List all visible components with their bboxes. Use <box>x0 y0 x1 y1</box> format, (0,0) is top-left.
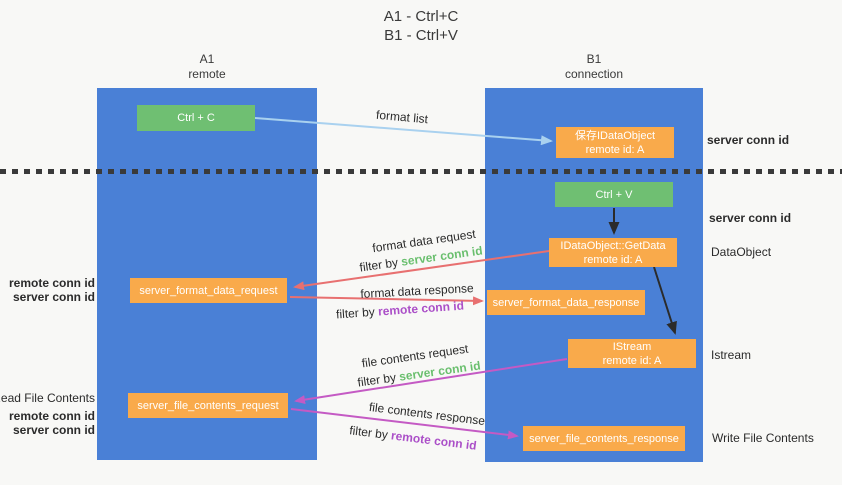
server-format-data-response-node: server_format_data_response <box>487 290 645 315</box>
istream-line1: IStream <box>612 340 652 353</box>
lifeline-a1-role: remote <box>188 67 226 81</box>
save-idataobject-line1: 保存IDataObject <box>574 129 656 142</box>
left-server-conn-id-label-2: server conn id <box>12 423 95 437</box>
left-remote-conn-id-label-2: remote conn id <box>8 409 95 423</box>
server-file-contents-response-label: server_file_contents_response <box>529 432 679 445</box>
lifeline-b1-role: connection <box>564 67 624 81</box>
ctrl-v-label: Ctrl + V <box>595 188 633 201</box>
dataobject-label: DataObject <box>711 245 772 259</box>
server-file-contents-request-node: server_file_contents_request <box>128 393 288 418</box>
filter-by-text: filter by <box>335 304 379 322</box>
istream-side-label: Istream <box>711 348 752 362</box>
server-format-data-response-label: server_format_data_response <box>492 296 640 309</box>
format-data-request-arrow <box>293 250 550 291</box>
title-line-1: A1 - Ctrl+C <box>383 8 459 25</box>
diagram-title: A1 - Ctrl+C B1 - Ctrl+V <box>0 7 842 45</box>
getdata-node: IDataObject::GetData remote id: A <box>549 238 677 267</box>
save-idataobject-line2: remote id: A <box>585 143 645 156</box>
server-file-contents-request-label: server_file_contents_request <box>137 399 279 412</box>
left-server-conn-id-label-1: server conn id <box>12 290 95 304</box>
session-divider-dotted-line <box>0 169 842 174</box>
file-contents-response-arrow <box>290 408 519 440</box>
read-file-contents-label: Read File Contents <box>0 391 95 405</box>
lifeline-header-a1: A1 remote <box>97 52 317 82</box>
file-contents-request-arrow <box>294 358 568 405</box>
server-file-contents-response-node: server_file_contents_response <box>523 426 685 451</box>
format-list-arrow <box>254 117 553 146</box>
lifeline-header-b1: B1 connection <box>485 52 703 82</box>
server-format-data-request-label: server_format_data_request <box>139 284 278 297</box>
left-remote-conn-id-label-1: remote conn id <box>8 276 95 290</box>
server-format-data-request-node: server_format_data_request <box>130 278 287 303</box>
ctrl-c-label: Ctrl + C <box>177 112 215 124</box>
getdata-to-istream-arrow <box>653 266 677 335</box>
save-idataobject-node: 保存IDataObject remote id: A <box>556 127 674 158</box>
write-file-contents-label: Write File Contents <box>712 431 814 445</box>
ctrl-c-node: Ctrl + C <box>137 105 255 131</box>
istream-line2: remote id: A <box>602 354 662 367</box>
right-server-conn-id-label-top: server conn id <box>707 133 790 147</box>
istream-node: IStream remote id: A <box>568 339 696 368</box>
getdata-line2: remote id: A <box>583 253 643 266</box>
title-line-2: B1 - Ctrl+V <box>384 27 458 44</box>
ctrl-v-node: Ctrl + V <box>555 182 673 207</box>
getdata-line1: IDataObject::GetData <box>560 239 666 252</box>
lifeline-a1-name: A1 <box>199 52 215 66</box>
lifeline-b1-name: B1 <box>586 52 602 66</box>
right-server-conn-id-label-mid: server conn id <box>709 211 792 225</box>
format-data-response-arrow <box>289 296 484 306</box>
